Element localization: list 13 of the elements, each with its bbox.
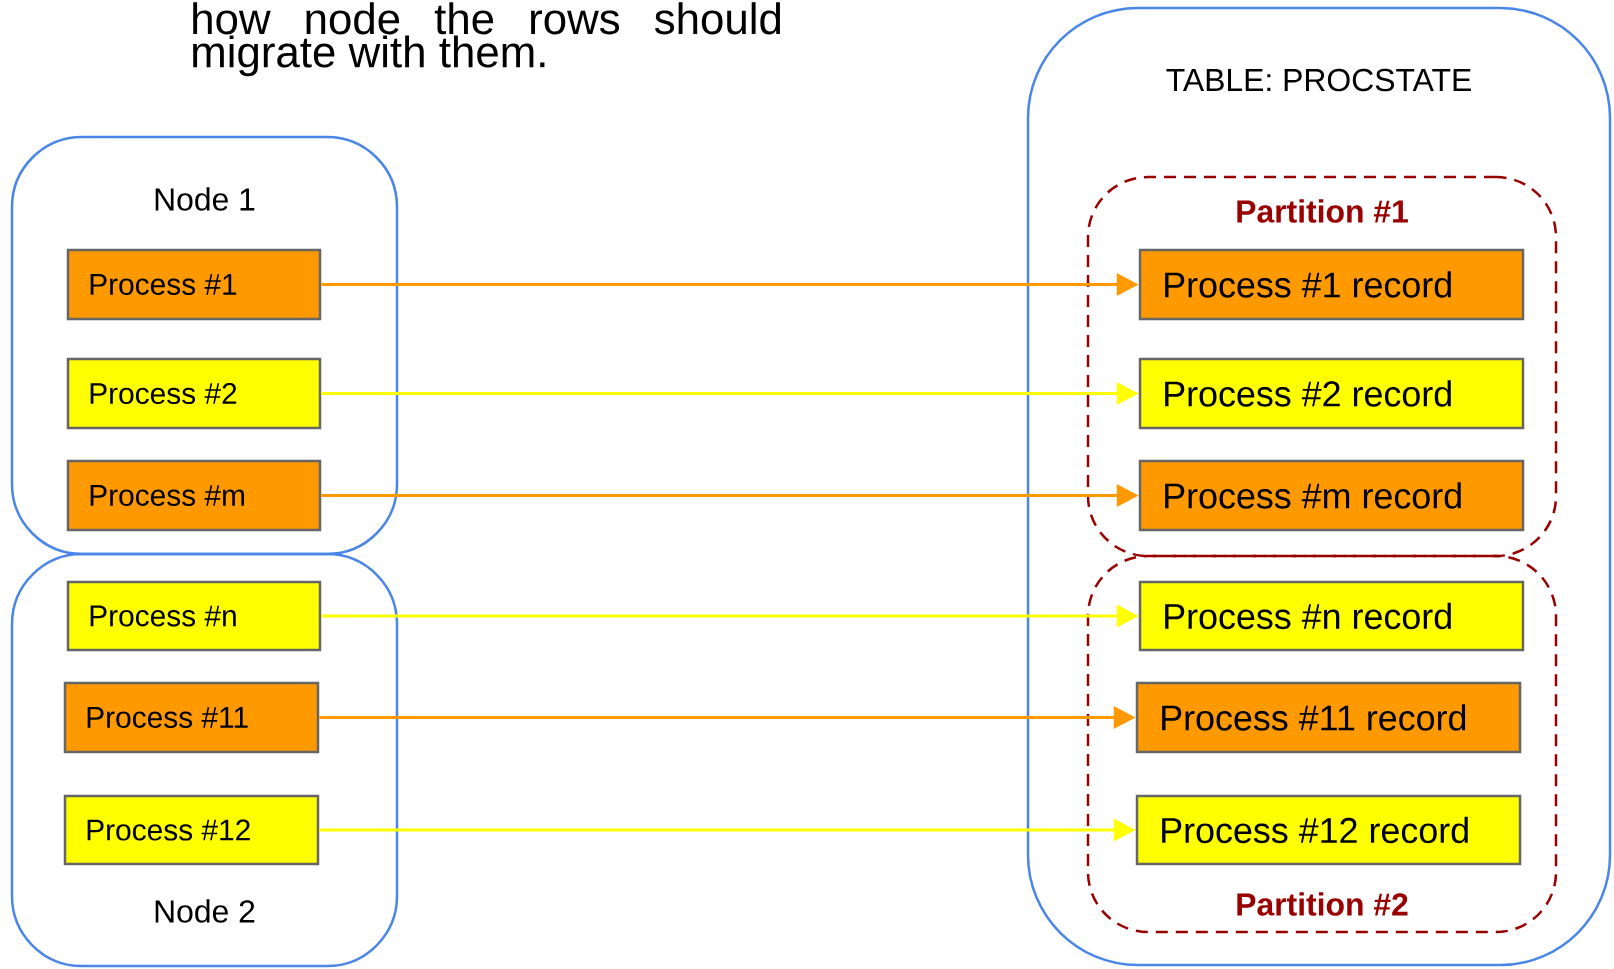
process-box: Process #11 [63, 681, 320, 754]
record-box: Process #1 record [1138, 248, 1525, 321]
record-box: Process #m record [1138, 459, 1525, 532]
record-box: Process #11 record [1135, 681, 1522, 754]
record-box: Process #12 record [1135, 794, 1522, 866]
record-box: Process #2 record [1138, 357, 1525, 430]
process-box: Process #n [66, 580, 322, 652]
heading-text: how node the rows should migrate with them. [193, 2, 781, 77]
record-box: Process #n record [1138, 580, 1525, 652]
process-box: Process #1 [66, 248, 322, 321]
process-box: Process #12 [63, 794, 320, 866]
process-box: Process #2 [66, 357, 322, 430]
process-box: Process #m [66, 459, 322, 532]
